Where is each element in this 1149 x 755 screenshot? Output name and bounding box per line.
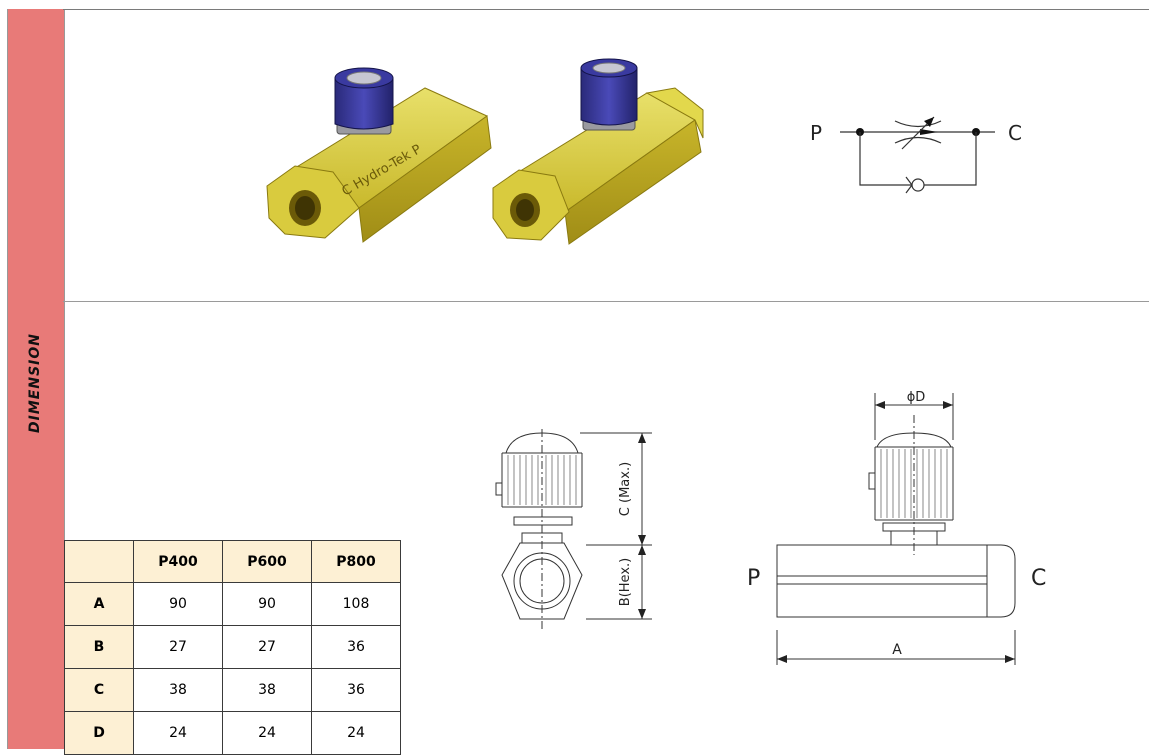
table-header-p400: P400: [133, 540, 223, 583]
valve-photo-2: [492, 58, 704, 245]
valve-product-images: C Hydro-Tek P: [266, 58, 704, 245]
table-cell: 24: [133, 711, 223, 755]
table-row: C 38 38 36: [64, 668, 401, 712]
table-cell: 36: [311, 625, 401, 669]
table-cell: 90: [222, 582, 312, 626]
row-label: B: [64, 625, 134, 669]
table-row: B 27 27 36: [64, 625, 401, 669]
drawing-port-p: P: [747, 566, 760, 591]
symbol-port-p: P: [810, 121, 822, 145]
table-cell: 38: [133, 668, 223, 712]
dimension-table: P400 P600 P800 A 90 90 108 B 27 27 36 C …: [64, 540, 401, 755]
section-label: DIMENSION: [27, 333, 43, 433]
row-label: C: [64, 668, 134, 712]
table-header-corner: [64, 540, 134, 583]
table-cell: 38: [222, 668, 312, 712]
table-cell: 108: [311, 582, 401, 626]
table-cell: 36: [311, 668, 401, 712]
table-cell: 24: [311, 711, 401, 755]
table-header-p600: P600: [222, 540, 312, 583]
hydraulic-symbol: P C: [810, 116, 1022, 194]
symbol-port-c: C: [1008, 121, 1022, 145]
dimension-label-b: B(Hex.): [618, 558, 633, 606]
table-cell: 27: [133, 625, 223, 669]
drawing-port-c: C: [1031, 566, 1046, 591]
table-row: D 24 24 24: [64, 711, 401, 755]
table-cell: 90: [133, 582, 223, 626]
dimension-label-d: ϕD: [907, 390, 926, 405]
side-view-drawing: C (Max.) B(Hex.): [495, 429, 652, 629]
valve-photo-1: C Hydro-Tek P: [266, 67, 492, 243]
table-header-row: P400 P600 P800: [64, 540, 401, 583]
row-label: D: [64, 711, 134, 755]
section-divider: [63, 301, 1149, 302]
table-cell: 24: [222, 711, 312, 755]
top-divider: [63, 9, 1149, 10]
table-header-p800: P800: [311, 540, 401, 583]
dimension-label-c: C (Max.): [618, 462, 633, 516]
row-label: A: [64, 582, 134, 626]
dimension-label-a: A: [892, 642, 902, 658]
front-view-drawing: ϕD A P C: [747, 390, 1046, 665]
table-cell: 27: [222, 625, 312, 669]
table-row: A 90 90 108: [64, 582, 401, 626]
section-sidebar: [7, 9, 65, 749]
